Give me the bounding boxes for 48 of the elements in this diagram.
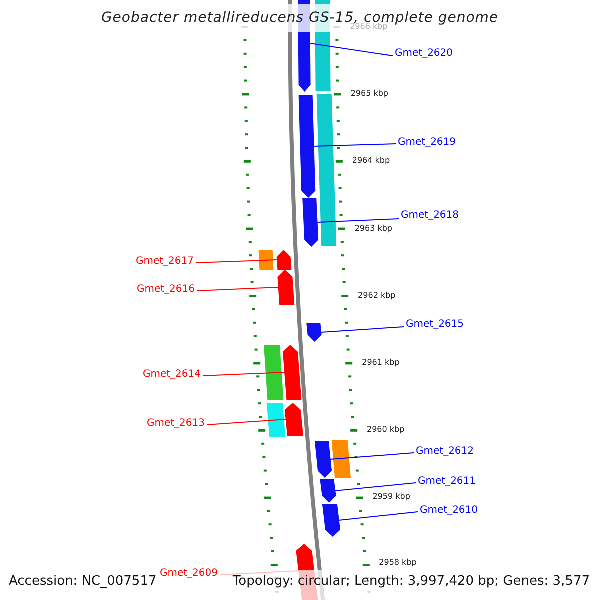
- gene-feature: [284, 403, 304, 436]
- leader-line: [196, 287, 280, 292]
- scale-label: 2962 kbp: [358, 292, 396, 300]
- leader-line: [314, 144, 396, 147]
- gene-label: Gmet_2619: [398, 138, 456, 148]
- leader-line: [206, 419, 287, 426]
- scale-label: 2963 kbp: [354, 225, 393, 233]
- gene-block: [258, 250, 274, 270]
- gene-label: Gmet_2620: [395, 49, 454, 59]
- scale-label: 2965 kbp: [350, 90, 389, 98]
- leader-line: [202, 372, 286, 376]
- gene-block: [266, 403, 286, 437]
- leader-line: [330, 452, 414, 460]
- scale-label: 2959 kbp: [372, 493, 410, 501]
- gene-label: Gmet_2618: [401, 211, 460, 221]
- gene-feature: [322, 504, 340, 537]
- gene-feature: [320, 479, 336, 503]
- leader-line: [196, 260, 278, 264]
- gene-block: [316, 94, 337, 246]
- scale-label: 2961 kbp: [362, 359, 400, 367]
- gene-label: Gmet_2611: [418, 477, 476, 487]
- gene-label: Gmet_2610: [420, 506, 478, 516]
- gene-label: Gmet_2615: [406, 320, 464, 330]
- leader-line: [334, 482, 416, 492]
- gene-label: Gmet_2612: [416, 447, 474, 457]
- gene-feature: [314, 441, 332, 478]
- gene-block: [264, 345, 284, 400]
- accession-text: Accession: NC_007517: [9, 575, 157, 588]
- leader-line: [320, 326, 404, 333]
- gene-feature: [278, 270, 295, 305]
- gene-label: Gmet_2613: [146, 419, 205, 429]
- gene-block: [332, 440, 351, 478]
- gene-label: Gmet_2609: [160, 569, 218, 579]
- gene-feature: [302, 198, 319, 247]
- gene-feature: [283, 345, 302, 400]
- gene-label: Gmet_2614: [142, 370, 201, 380]
- scale-label: 2960 kbp: [367, 426, 405, 434]
- leader-line: [338, 512, 418, 521]
- leader-line: [310, 43, 394, 56]
- gene-label: Gmet_2616: [136, 285, 195, 295]
- gene-feature: [276, 250, 292, 270]
- genome-info-text: Topology: circular; Length: 3,997,420 bp; Genes: 3,577: [232, 575, 590, 588]
- leader-line: [317, 218, 400, 223]
- scale-label: 2964 kbp: [352, 157, 390, 165]
- scale-label: 2966 kbp: [350, 23, 388, 31]
- gene-label: Gmet_2617: [136, 257, 194, 267]
- scale-label: 2958 kbp: [379, 559, 417, 567]
- gene-feature: [306, 323, 322, 342]
